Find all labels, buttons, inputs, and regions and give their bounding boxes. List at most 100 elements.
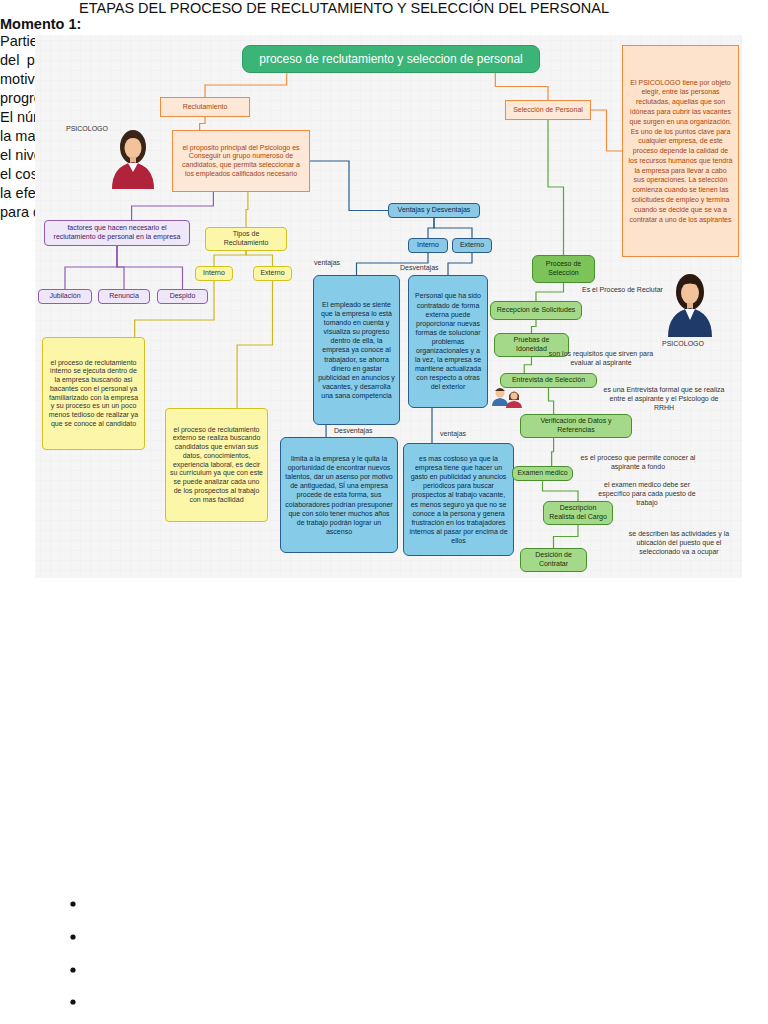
step-box: Desición de Contratar	[520, 548, 587, 572]
node-text: Interno	[200, 269, 228, 278]
annotation: Es el Proceso de Reclutar	[582, 286, 692, 295]
node-text: Jubilación	[43, 292, 87, 301]
node-text: El PSICOLOGO tiene por objeto elegir, en…	[628, 78, 733, 225]
leaf-box: Despido	[157, 289, 208, 304]
connector	[549, 388, 554, 414]
node-text: Descripcion Realista del Cargo	[548, 504, 608, 522]
connector	[205, 73, 287, 97]
node-text: Ventajas y Desventajas	[393, 206, 475, 215]
node-text: Recepcion de Solicitudes	[495, 306, 577, 315]
leaf-box: Interno	[195, 266, 233, 281]
node-text: Selección de Personal	[510, 106, 586, 115]
connector	[536, 283, 564, 301]
branch-label: ventajas	[440, 430, 466, 439]
connector	[548, 120, 564, 255]
annotation: es una Entrevista formal que se realiza …	[600, 386, 728, 412]
node-text: factores que hacen necesario el reclutam…	[49, 224, 185, 242]
connector	[237, 281, 272, 408]
node-text: Verificacion de Datos y Referencias	[525, 417, 627, 435]
node-text: Externo	[457, 241, 487, 250]
note-box: El empleado se siente que la empresa lo …	[313, 275, 400, 425]
node-text: Proceso de Selección	[537, 260, 590, 278]
node-text: el proposito principal del Psicologo es …	[177, 144, 305, 179]
annotation: el examen medico debe ser específico par…	[588, 481, 706, 507]
leaf-box: Jubilación	[38, 289, 92, 304]
node-text: Despido	[162, 292, 203, 301]
connector	[495, 73, 548, 100]
leaf-box: Externo	[253, 266, 292, 281]
connector	[132, 192, 214, 220]
topic-box: Ventajas y Desventajas	[388, 203, 480, 218]
note-box: Personal que ha sido contratado de forma…	[408, 275, 488, 408]
node-text: el proceso de reclutamiento externo se r…	[170, 426, 263, 505]
role-label: PSICOLOGO	[662, 340, 718, 349]
note-box: El PSICOLOGO tiene por objeto elegir, en…	[622, 45, 739, 257]
title-box: proceso de reclutamiento y seleccion de …	[242, 45, 540, 73]
node-text: El empleado se siente que la empresa lo …	[318, 300, 395, 400]
topic-box: Reclutamiento	[160, 97, 250, 117]
leaf-box: Externo	[452, 238, 492, 253]
node-text: Desición de Contratar	[525, 551, 582, 569]
section-heading: Momento 1:	[0, 16, 300, 32]
node-text: Examen medico	[517, 469, 568, 478]
connector	[65, 246, 117, 289]
connector	[434, 218, 472, 238]
node-text: Reclutamiento	[165, 103, 245, 112]
connector	[448, 253, 472, 275]
step-box: Recepcion de Solicitudes	[490, 301, 582, 320]
node-text: Interno	[413, 241, 443, 250]
topic-box: Tipos de Reclutamiento	[205, 227, 287, 251]
node-text: Personal que ha sido contratado de forma…	[413, 291, 483, 391]
node-text: Entrevista de Selección	[505, 376, 592, 385]
branch-label: Desventajas	[334, 427, 373, 436]
node-text: Tipos de Reclutamiento	[210, 230, 282, 248]
step-box: Entrevista de Selección	[500, 373, 597, 388]
interview-people	[492, 388, 522, 408]
connector	[532, 320, 537, 333]
connector	[554, 525, 579, 548]
step-box: Verificacion de Datos y Referencias	[520, 414, 632, 438]
connector	[117, 246, 183, 289]
connector	[591, 110, 622, 151]
node-text: Externo	[258, 269, 287, 278]
leaf-box: Interno	[408, 238, 448, 253]
connector	[246, 192, 248, 227]
connector	[246, 251, 273, 267]
document-heading: ETAPAS DEL PROCESO DE RECLUTAMIENTO Y SE…	[0, 0, 688, 16]
note-box: el proposito principal del Psicologo es …	[172, 130, 310, 192]
connector	[357, 253, 429, 275]
branch-label: ventajas	[314, 259, 340, 268]
topic-box: factores que hacen necesario el reclutam…	[44, 220, 190, 246]
note-box: el proceso de reclutamiento externo se r…	[165, 408, 268, 522]
annotation: son los requisitos que sirven para evalu…	[545, 350, 657, 368]
connector	[310, 161, 388, 211]
node-text: proceso de reclutamiento y seleccion de …	[247, 52, 535, 67]
diagram-ground	[35, 35, 742, 578]
topic-box: Selección de Personal	[505, 100, 591, 120]
connector	[431, 408, 432, 443]
connector	[524, 357, 531, 374]
note-box: limita a la empresa y le quita la oportu…	[280, 437, 398, 553]
connector	[552, 438, 554, 467]
connector	[543, 481, 579, 501]
bullet-dots	[70, 901, 75, 1004]
process-box: Proceso de Selección	[532, 255, 595, 283]
role-label: PSICOLOGO	[66, 125, 116, 134]
step-box: Descripcion Realista del Cargo	[543, 501, 613, 525]
note-box: es mas costoso ya que la empresa tiene q…	[403, 443, 514, 556]
step-box: Examen medico	[512, 466, 573, 481]
annotation: es el proceso que permite conocer al asp…	[578, 454, 698, 472]
connector	[428, 218, 434, 238]
node-text: el proceso de reclutamiento interno se e…	[47, 359, 140, 429]
psychologist-right	[668, 274, 712, 337]
annotation: se describen las actividades y la ubicac…	[618, 530, 740, 556]
note-box: el proceso de reclutamiento interno se e…	[42, 337, 145, 450]
connector	[325, 425, 326, 437]
node-text: Renuncia	[103, 292, 145, 301]
node-text: limita a la empresa y le quita la oportu…	[285, 454, 393, 536]
connector	[214, 251, 246, 267]
branch-label: Desventajas	[400, 264, 439, 273]
leaf-box: Renuncia	[98, 289, 150, 304]
connector	[200, 117, 205, 130]
